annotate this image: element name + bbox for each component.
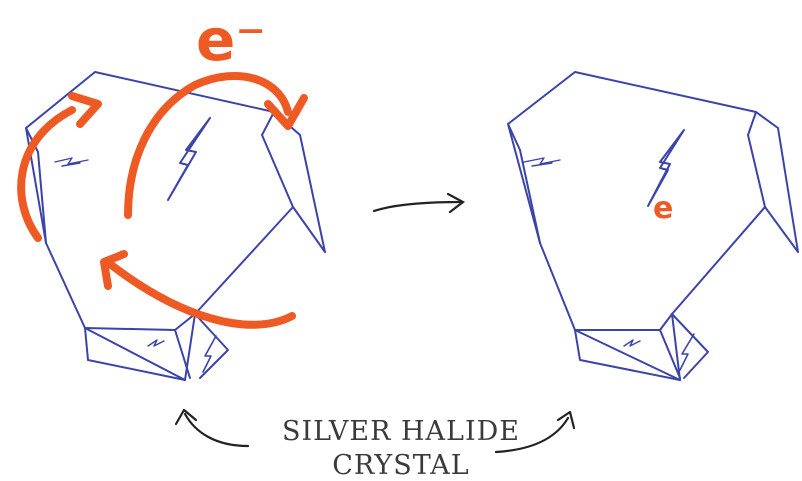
electron-path-arrow	[110, 264, 292, 325]
right-crystal-edge	[672, 314, 708, 378]
electron-label: e⁻	[196, 6, 266, 74]
left-crystal-edge	[85, 314, 195, 330]
lightning-icon	[203, 336, 216, 372]
lightning-icon	[624, 340, 640, 346]
caption-line-2: CRYSTAL	[0, 452, 802, 479]
transition-arrow-shaft	[374, 202, 462, 211]
lightning-icon	[148, 340, 164, 346]
right-crystal-edge	[748, 112, 765, 207]
left-crystal-edge	[175, 330, 190, 378]
caption-line-1: SILVER HALIDE	[0, 418, 802, 445]
lightning-icon	[55, 158, 88, 166]
transition-arrow	[374, 194, 463, 212]
lightning-icon	[680, 334, 694, 370]
electron-path-arrow	[21, 110, 72, 238]
lightning-icon	[524, 158, 560, 166]
right-crystal-edge	[575, 314, 672, 330]
right-crystal	[508, 72, 798, 380]
lightning-icon	[168, 118, 210, 200]
electron-small-label: e	[653, 191, 673, 226]
electron-arrows	[21, 76, 304, 325]
